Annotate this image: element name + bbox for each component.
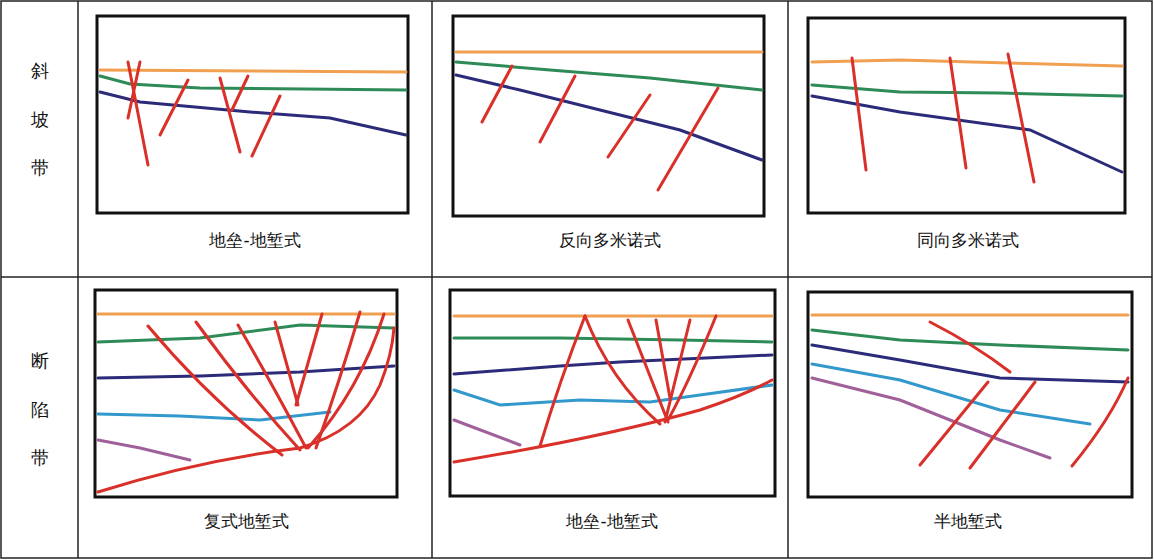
row-header: 斜坡带 — [31, 47, 49, 193]
section-frames — [95, 16, 1132, 497]
section-caption: 复式地堑式 — [204, 510, 289, 533]
section-caption: 反向多米诺式 — [559, 229, 661, 252]
row-header: 断陷带 — [31, 337, 49, 483]
section-caption: 地垒-地堑式 — [566, 510, 657, 533]
section-caption: 半地堑式 — [934, 510, 1002, 533]
fault-lines — [98, 54, 1128, 492]
section-caption: 地垒-地堑式 — [209, 229, 300, 252]
section-caption: 同向多米诺式 — [917, 229, 1019, 252]
